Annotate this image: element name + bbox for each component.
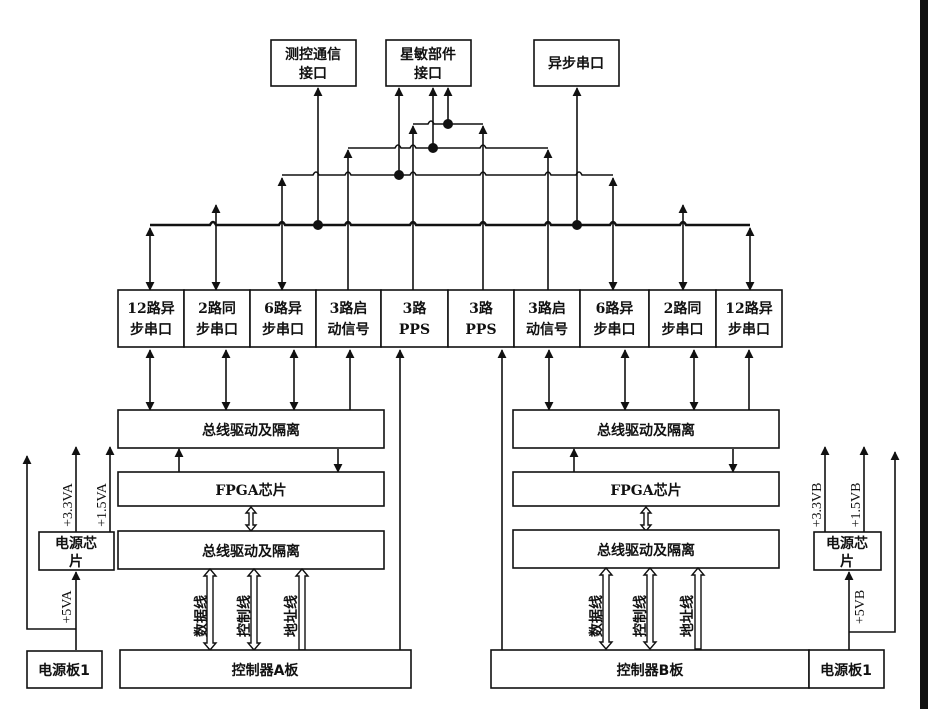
power-board-b-label: 电源板1: [820, 662, 872, 679]
channel-box-line2: 步串口: [662, 321, 704, 338]
v15-label-b: +1.5VB: [849, 483, 864, 528]
data-line-label-b: 数据线: [588, 595, 605, 637]
top-interface-tt-c-line2: 接口: [299, 65, 327, 82]
top-interface-star-sensor-line1: 星敏部件: [400, 46, 456, 63]
channel-box-line1: 2路同: [198, 300, 236, 317]
channel-box-line1: 3路启: [330, 300, 368, 317]
channel-box-line1: 6路异: [264, 300, 302, 317]
channel-box-frame: [513, 289, 581, 348]
channel-box: 3路 PPS: [380, 289, 449, 348]
channel-box-frame: [380, 289, 449, 348]
channel-box-line2: 动信号: [526, 321, 568, 338]
bus-driver-a-bottom-label: 总线驱动及隔离: [202, 543, 300, 560]
v5-label-b: +5VB: [853, 590, 868, 624]
top-interface-star-sensor: 星敏部件 接口: [385, 39, 472, 87]
top-interface-tt-c: 测控通信 接口: [270, 39, 357, 87]
v33-label-a: +3.3VA: [61, 482, 76, 527]
window-edge: [920, 0, 928, 709]
power-chip-b-line2: 片: [840, 553, 854, 570]
junction-dot: [313, 220, 323, 230]
power-board-b: [808, 649, 885, 689]
channel-box-row: 12路异步串口2路同步串口6路异步串口3路启动信号3路PPS3路PPS3路启动信…: [117, 289, 783, 348]
fpga-bus-link-b: [639, 505, 653, 533]
channel-box-line2: 动信号: [328, 321, 370, 338]
channel-box-line1: 6路异: [596, 300, 634, 317]
junction-dot: [428, 143, 438, 153]
channel-box-frame: [648, 289, 717, 348]
bus-driver-b-bottom: [512, 529, 780, 569]
channel-box-line2: 步串口: [130, 321, 172, 338]
channel-box-line1: 3路: [469, 300, 494, 317]
junction-dot: [572, 220, 582, 230]
bus-driver-a-top: [117, 409, 385, 449]
junction-dot: [394, 170, 404, 180]
v5-label-a: +5VA: [60, 589, 75, 623]
address-line-label-a: 地址线: [283, 595, 300, 637]
power-board-a-label: 电源板1: [38, 662, 90, 679]
data-line-label-a: 数据线: [193, 595, 210, 637]
bus-driver-a-bottom: [117, 530, 385, 570]
top-interface-async-serial-label: 异步串口: [548, 55, 604, 72]
controller-a-section: 总线驱动及隔离 FPGA芯片 总线驱动及隔离 数据线 控制线 地址线 控制器A板…: [22, 409, 412, 689]
controller-a-label: 控制器A板: [232, 662, 300, 679]
channel-box-frame: [249, 289, 317, 348]
bus-driver-b-top: [512, 409, 780, 449]
channel-box-line2: PPS: [399, 322, 430, 338]
channel-box-line1: 3路: [403, 300, 428, 317]
channel-box: 3路 PPS: [447, 289, 515, 348]
top-interface-async-serial: 异步串口: [533, 39, 620, 87]
v33-label-b: +3.3VB: [810, 483, 825, 528]
v15-label-a: +1.5VA: [95, 482, 110, 527]
top-interface-tt-c-line1: 测控通信: [285, 46, 341, 63]
bus-driver-b-bottom-label: 总线驱动及隔离: [597, 542, 695, 559]
power-chip-a-line2: 片: [69, 553, 83, 570]
controller-b-label: 控制器B板: [617, 662, 685, 679]
channel-box-line1: 2路同: [664, 300, 702, 317]
junction-dot: [443, 119, 453, 129]
fpga-b: [512, 471, 780, 507]
channel-box-frame: [117, 289, 185, 348]
channel-box-frame: [183, 289, 251, 348]
bus-driver-a-top-label: 总线驱动及隔离: [202, 422, 300, 439]
channel-box-frame: [579, 289, 650, 348]
control-line-label-b: 控制线: [632, 595, 649, 637]
controller-b-section: 总线驱动及隔离 FPGA芯片 总线驱动及隔离 数据线 控制线 地址线 控制器B板…: [490, 409, 900, 689]
channel-box-line1: 12路异: [725, 300, 772, 317]
bus-driver-b-top-label: 总线驱动及隔离: [597, 422, 695, 439]
fpga-bus-link-a: [244, 505, 258, 533]
fpga-b-label: FPGA芯片: [610, 482, 681, 499]
channel-to-bus-links: [145, 349, 754, 650]
routing-network: [145, 87, 755, 291]
fpga-a: [117, 471, 385, 507]
channel-box-frame: [715, 289, 783, 348]
channel-box-line1: 12路异: [127, 300, 174, 317]
channel-box-frame: [315, 289, 382, 348]
address-line-label-b: 地址线: [679, 595, 696, 637]
power-chip-a-line1: 电源芯: [55, 535, 97, 552]
channel-box-line2: 步串口: [262, 321, 304, 338]
channel-box-frame: [447, 289, 515, 348]
channel-box-line2: 步串口: [196, 321, 238, 338]
power-chip-b-line1: 电源芯: [826, 535, 868, 552]
channel-box-line2: 步串口: [594, 321, 636, 338]
top-interface-star-sensor-line2: 接口: [414, 65, 442, 82]
fpga-a-label: FPGA芯片: [215, 482, 286, 499]
channel-box-line1: 3路启: [528, 300, 566, 317]
channel-box-line2: PPS: [465, 322, 496, 338]
control-line-label-a: 控制线: [236, 595, 253, 637]
power-chip-b: [813, 531, 882, 571]
power-board-a: [26, 650, 103, 689]
channel-box-line2: 步串口: [728, 321, 770, 338]
controller-a-board: [119, 649, 412, 689]
